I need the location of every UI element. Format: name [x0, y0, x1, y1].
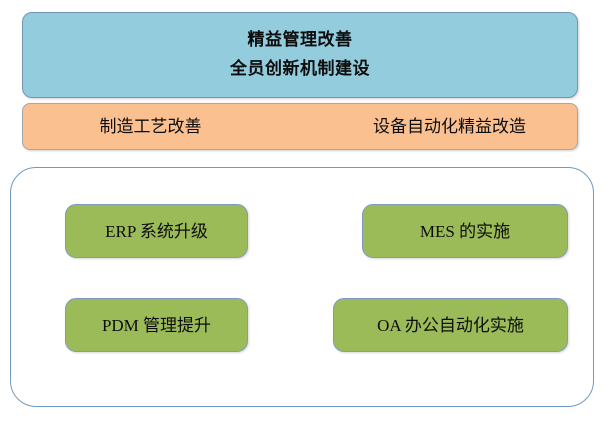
project-box-pdm: PDM 管理提升 — [65, 298, 248, 352]
strategy-banner-blue: 精益管理改善 全员创新机制建设 — [22, 12, 578, 98]
project-box-mes: MES 的实施 — [362, 204, 568, 258]
strategy-banner-line-2: 全员创新机制建设 — [230, 59, 370, 79]
project-label-mes: MES 的实施 — [419, 221, 511, 241]
project-label-erp: ERP 系统升级 — [105, 221, 208, 241]
initiative-item-manufacturing-process: 制造工艺改善 — [99, 117, 202, 136]
initiative-item-equipment-automation: 设备自动化精益改造 — [373, 117, 526, 136]
project-box-erp: ERP 系统升级 — [65, 204, 248, 258]
project-label-oa: OA 办公自动化实施 — [377, 315, 524, 335]
initiative-banner-orange: 制造工艺改善 设备自动化精益改造 — [22, 103, 578, 150]
strategy-banner-line-1: 精益管理改善 — [247, 30, 353, 50]
project-label-pdm: PDM 管理提升 — [101, 315, 212, 335]
projects-container — [10, 167, 594, 407]
project-box-oa: OA 办公自动化实施 — [333, 298, 568, 352]
